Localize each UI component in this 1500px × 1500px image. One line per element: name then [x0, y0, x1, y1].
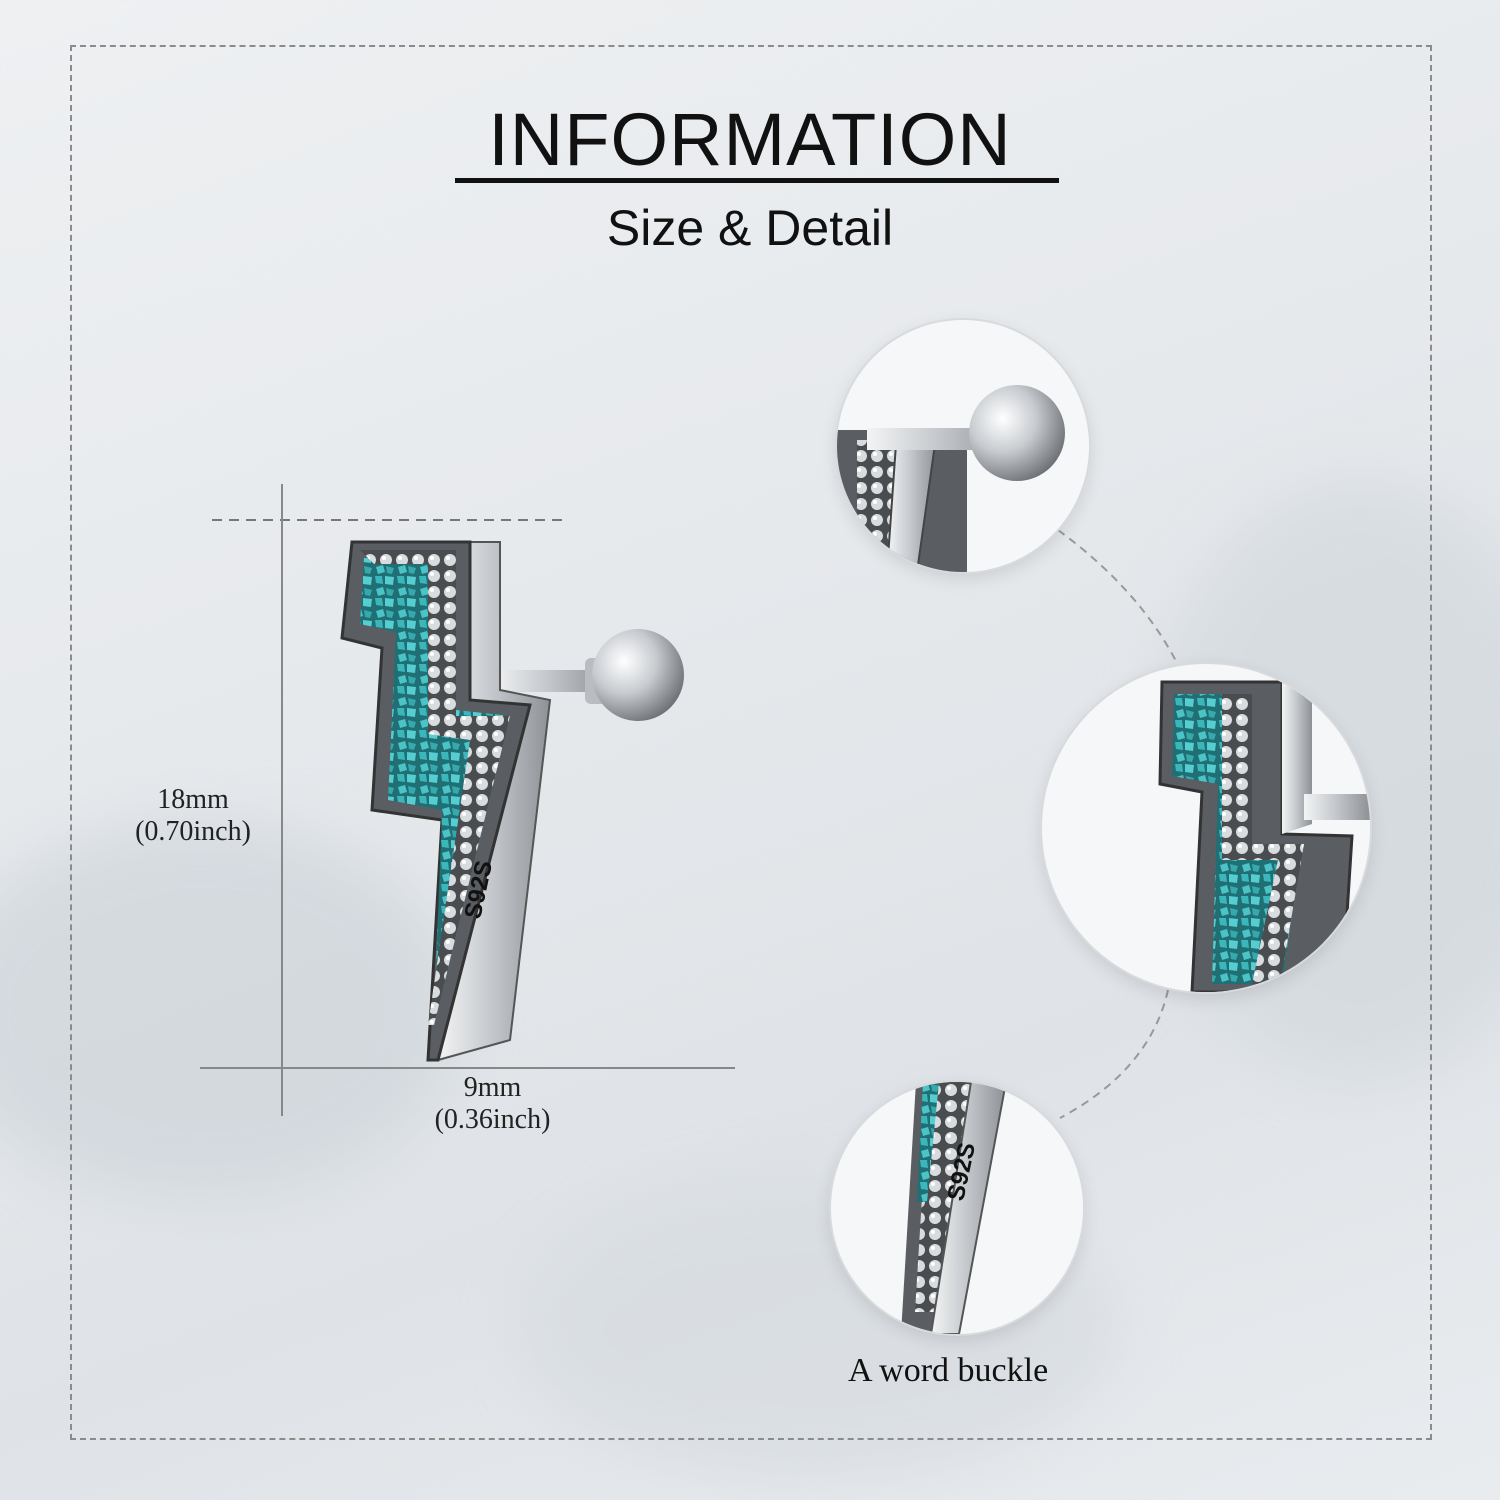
detail-circle-post [837, 320, 1089, 572]
detail-circle-stamp: S92S [831, 1082, 1083, 1334]
page-title: INFORMATION [488, 98, 1012, 181]
detail-caption: A word buckle [848, 1352, 1049, 1389]
width-inch: (0.36inch) [434, 1104, 551, 1135]
width-dimension: 9mm (0.36inch) [410, 1072, 575, 1136]
post-detail-image [837, 385, 1065, 572]
width-mm: 9mm [463, 1072, 522, 1103]
stamp-detail-image: S92S [901, 1082, 1008, 1334]
dashed-frame [70, 45, 1432, 1440]
title-underline [455, 178, 1059, 183]
stones-detail-image [1158, 680, 1370, 992]
height-dimension: 18mm (0.70inch) [118, 784, 268, 848]
detail-circle-stones [1042, 664, 1370, 992]
page-subtitle: Size & Detail [606, 200, 894, 256]
earring-main-image: S92S [340, 540, 684, 1062]
background-texture [0, 820, 460, 1200]
height-inch: (0.70inch) [135, 816, 251, 847]
height-mm: 18mm [157, 784, 229, 815]
